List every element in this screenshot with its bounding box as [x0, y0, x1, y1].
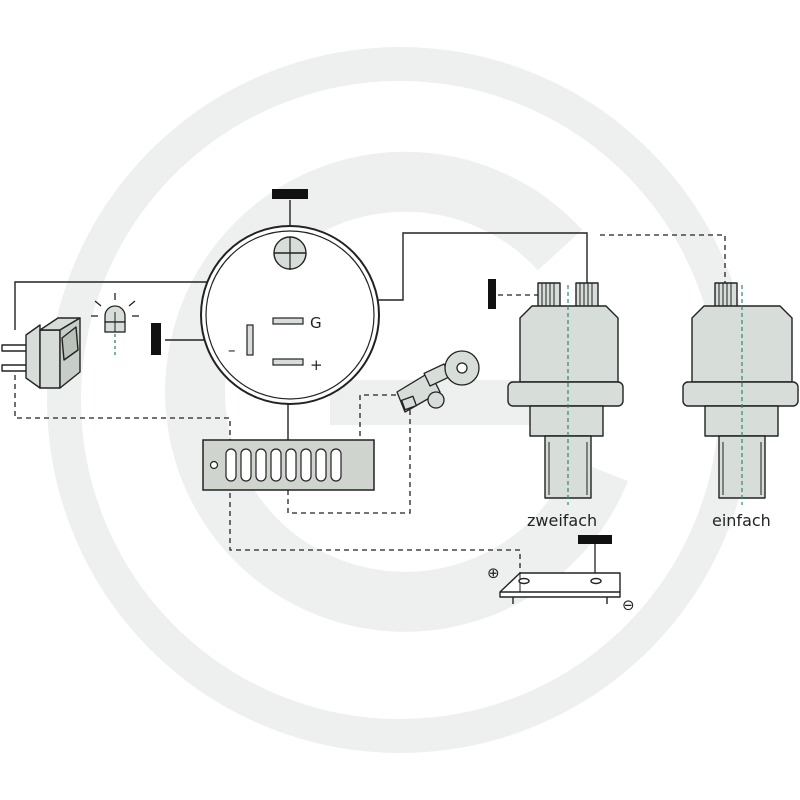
pressure-sensor-dual	[507, 282, 624, 505]
pressure-sensor-single	[682, 282, 799, 505]
fuse-box	[202, 439, 375, 491]
gauge-plus-label: +	[310, 356, 323, 374]
rocker-switch	[1, 317, 81, 389]
terminal-plus	[272, 358, 304, 366]
ground-symbol-battery	[578, 535, 612, 544]
caption-zweifach: zweifach	[527, 511, 597, 530]
gauge-g-label: G	[310, 314, 322, 332]
oil-pressure-gauge: G – +	[200, 225, 380, 405]
battery-plus-label: ⊕	[487, 564, 500, 582]
warning-bulb-socket	[273, 236, 307, 270]
ignition-key	[396, 350, 480, 413]
caption-einfach: einfach	[712, 511, 771, 530]
gauge-minus-label: –	[228, 341, 236, 359]
ground-symbol-gauge	[272, 189, 308, 199]
battery	[499, 572, 621, 604]
ground-symbol-sensor	[488, 279, 496, 309]
ground-symbol-gauge-minus	[151, 323, 161, 355]
warning-lamp-icon	[91, 293, 139, 355]
battery-minus-label: ⊖	[622, 596, 635, 614]
terminal-minus	[246, 324, 254, 356]
terminal-g	[272, 317, 304, 325]
